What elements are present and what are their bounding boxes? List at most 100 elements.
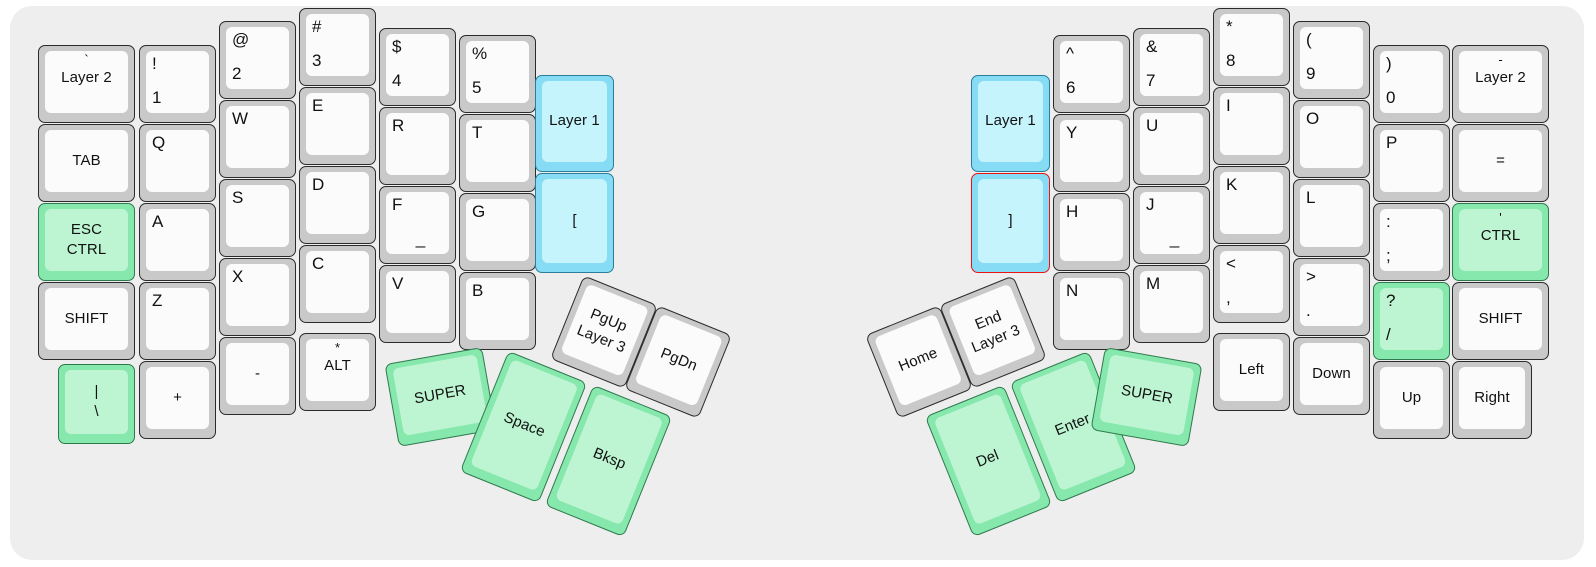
legend-shifted: ? — [1386, 291, 1396, 310]
key-j-underscore[interactable]: J_ — [1133, 186, 1210, 264]
key-p[interactable]: P — [1373, 124, 1450, 202]
legend-secondary: _ — [415, 228, 426, 248]
key-quote-ctrl[interactable]: 'CTRL — [1452, 203, 1549, 281]
legend-main: SHIFT — [1478, 309, 1523, 327]
key-f-underscore[interactable]: F_ — [379, 186, 456, 264]
key-left[interactable]: Left — [1213, 333, 1290, 411]
legend-main: ] — [1008, 211, 1013, 229]
key-plus[interactable]: + — [139, 361, 216, 439]
legend-top: ` — [84, 52, 89, 67]
key-layer1-left[interactable]: Layer 1 — [535, 75, 614, 172]
key-i[interactable]: I — [1213, 87, 1290, 165]
key-dash-layer2[interactable]: -Layer 2 — [1452, 45, 1549, 123]
key-l[interactable]: L — [1293, 179, 1370, 257]
key-minus[interactable]: - — [219, 337, 296, 415]
key-m[interactable]: M — [1133, 265, 1210, 343]
legend-main: Del — [973, 446, 1002, 471]
key-super-right[interactable]: SUPER — [1090, 347, 1203, 447]
legend-main: U — [1146, 116, 1159, 135]
legend-main: Layer 1 — [985, 112, 1036, 130]
legend-main: - — [254, 364, 261, 382]
key-4[interactable]: $4 — [379, 28, 456, 106]
key-x[interactable]: X — [219, 258, 296, 336]
legend-main: 7 — [1146, 70, 1156, 90]
legend-main: Layer 1 — [549, 112, 600, 130]
key-e[interactable]: E — [299, 87, 376, 165]
key-bracket-right[interactable]: ] — [971, 173, 1050, 273]
legend-main: ALT — [324, 356, 351, 374]
key-right[interactable]: Right — [1452, 361, 1532, 439]
legend-main: J — [1146, 195, 1155, 214]
key-h[interactable]: H — [1053, 193, 1130, 271]
key-8[interactable]: *8 — [1213, 8, 1290, 86]
key-c[interactable]: C — [299, 245, 376, 323]
key-t[interactable]: T — [459, 114, 536, 192]
key-grave-layer2[interactable]: `Layer 2 — [38, 45, 135, 123]
legend-shifted: % — [472, 44, 488, 63]
key-slash[interactable]: ?/ — [1373, 282, 1450, 360]
key-k[interactable]: K — [1213, 166, 1290, 244]
legend-main: C — [312, 254, 325, 273]
key-3[interactable]: #3 — [299, 8, 376, 86]
key-r[interactable]: R — [379, 107, 456, 185]
key-bracket-left[interactable]: [ — [535, 173, 614, 273]
key-period[interactable]: >. — [1293, 258, 1370, 336]
key-equals[interactable]: = — [1452, 124, 1549, 202]
key-pipe-backslash[interactable]: |\ — [58, 364, 135, 444]
legend-main: S — [232, 188, 244, 207]
key-1[interactable]: !1 — [139, 45, 216, 123]
legend-shifted: ! — [152, 54, 157, 73]
legend-main: H — [1066, 202, 1079, 221]
key-w[interactable]: W — [219, 100, 296, 178]
key-5[interactable]: %5 — [459, 35, 536, 113]
key-y[interactable]: Y — [1053, 114, 1130, 192]
legend-main: W — [232, 109, 249, 128]
key-0[interactable]: )0 — [1373, 45, 1450, 123]
legend-main: . — [1306, 300, 1311, 320]
key-u[interactable]: U — [1133, 107, 1210, 185]
key-6[interactable]: ^6 — [1053, 35, 1130, 113]
legend-shifted: @ — [232, 30, 250, 49]
key-d[interactable]: D — [299, 166, 376, 244]
key-g[interactable]: G — [459, 193, 536, 271]
key-9[interactable]: (9 — [1293, 21, 1370, 99]
key-v[interactable]: V — [379, 265, 456, 343]
legend-main: N — [1066, 281, 1079, 300]
legend-main: \ — [94, 402, 99, 420]
key-shift[interactable]: SHIFT — [38, 282, 135, 360]
key-layer1-right[interactable]: Layer 1 — [971, 75, 1050, 172]
legend-shifted: # — [312, 17, 322, 36]
legend-main: SUPER — [1119, 381, 1175, 408]
key-b[interactable]: B — [459, 272, 536, 350]
legend-shifted: * — [1226, 17, 1233, 36]
legend-main: X — [232, 267, 244, 286]
key-n[interactable]: N — [1053, 272, 1130, 350]
legend-main: + — [173, 388, 182, 406]
legend-shifted: > — [1306, 267, 1317, 286]
key-up[interactable]: Up — [1373, 361, 1450, 439]
key-q[interactable]: Q — [139, 124, 216, 202]
key-shift-right[interactable]: SHIFT — [1452, 282, 1549, 360]
legend-main: D — [312, 175, 325, 194]
legend-main: L — [1306, 188, 1316, 207]
legend-shifted: & — [1146, 37, 1158, 56]
key-down[interactable]: Down — [1293, 337, 1370, 415]
legend-main: Layer 2 — [61, 68, 112, 86]
key-2[interactable]: @2 — [219, 21, 296, 99]
key-7[interactable]: &7 — [1133, 28, 1210, 106]
key-asterisk-alt[interactable]: *ALT — [299, 333, 376, 411]
key-tab[interactable]: TAB — [38, 124, 135, 202]
key-a[interactable]: A — [139, 203, 216, 281]
key-comma[interactable]: <, — [1213, 245, 1290, 323]
legend-main: CTRL — [66, 240, 107, 258]
key-o[interactable]: O — [1293, 100, 1370, 178]
key-s[interactable]: S — [219, 179, 296, 257]
legend-shifted: : — [1386, 212, 1391, 231]
key-semicolon[interactable]: :; — [1373, 203, 1450, 281]
legend-main: 0 — [1386, 87, 1396, 107]
legend-top: | — [94, 382, 99, 400]
legend-main: V — [392, 274, 404, 293]
key-z[interactable]: Z — [139, 282, 216, 360]
